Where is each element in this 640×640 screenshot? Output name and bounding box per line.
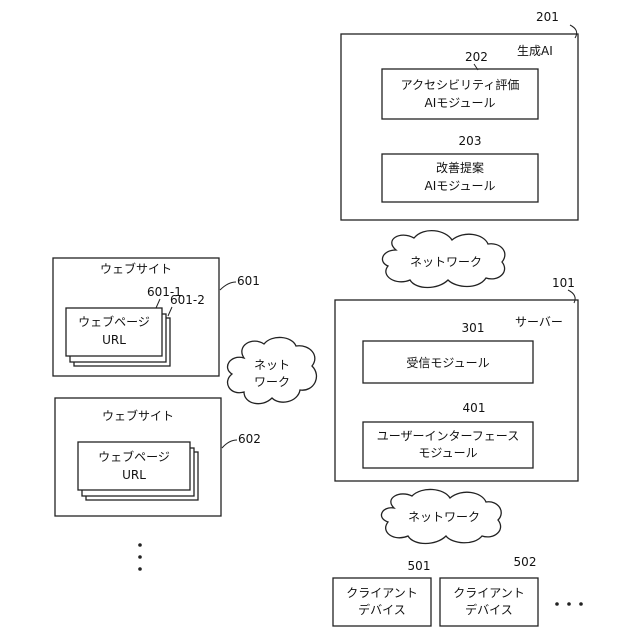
- ellipsis-dot: [579, 602, 583, 606]
- website-1-leader: [220, 282, 236, 290]
- client-1-line2: デバイス: [358, 602, 406, 617]
- generative-ai-title: 生成AI: [517, 44, 553, 58]
- network-bottom-label: ネットワーク: [408, 510, 480, 524]
- website-1-ref: 601: [237, 274, 260, 288]
- accessibility-module-line1: アクセシビリティ評価: [401, 77, 520, 92]
- ellipsis-dot: [567, 602, 571, 606]
- website-2-page-url: URL: [122, 468, 146, 482]
- generative-ai-ref: 201: [536, 10, 559, 24]
- improvement-module-line1: 改善提案: [436, 160, 484, 175]
- website-2-block: 602 ウェブサイト ウェブページ URL: [55, 398, 261, 516]
- accessibility-module-line2: AIモジュール: [425, 96, 496, 110]
- server-ref: 101: [552, 276, 575, 290]
- website-1-block: 601 ウェブサイト 601-1 601-2 ウェブページ URL: [53, 258, 260, 376]
- ellipsis-dot: [138, 555, 142, 559]
- receiving-module-label: 受信モジュール: [406, 356, 489, 370]
- website-1-page-label: ウェブページ: [78, 314, 150, 329]
- website-1-page-url: URL: [102, 333, 126, 347]
- server-block: 101 サーバー 301 受信モジュール 401 ユーザーインターフェース モジ…: [335, 276, 578, 481]
- client-device-1: 501 クライアント デバイス: [333, 559, 431, 626]
- ellipsis-dot: [138, 543, 142, 547]
- receiving-module-ref: 301: [462, 321, 485, 335]
- ui-module-ref: 401: [463, 401, 486, 415]
- more-clients-ellipsis: [555, 602, 583, 606]
- network-cloud-top: ネットワーク: [382, 231, 504, 288]
- client-2-line1: クライアント: [453, 586, 525, 600]
- ui-module-line1: ユーザーインターフェース: [377, 429, 519, 443]
- client-1-line1: クライアント: [346, 586, 418, 600]
- server-title: サーバー: [515, 315, 563, 329]
- website-1-page-ref-2: 601-2: [170, 293, 205, 307]
- network-mid-line1: ネット: [254, 358, 290, 372]
- website-2-page-label: ウェブページ: [98, 449, 170, 464]
- improvement-module-line2: AIモジュール: [425, 179, 496, 193]
- client-device-2: 502 クライアント デバイス: [440, 555, 538, 626]
- network-cloud-bottom: ネットワーク: [381, 489, 501, 543]
- network-mid-line2: ワーク: [254, 375, 290, 389]
- generative-ai-block: 201 生成AI 202 アクセシビリティ評価 AIモジュール 203 改善提案…: [341, 10, 578, 220]
- client-2-ref: 502: [514, 555, 537, 569]
- website-2-leader: [222, 440, 237, 448]
- website-2-ref: 602: [238, 432, 261, 446]
- accessibility-module-ref: 202: [465, 50, 488, 64]
- ellipsis-dot: [138, 567, 142, 571]
- website-1-title: ウェブサイト: [100, 261, 172, 276]
- more-websites-ellipsis: [138, 543, 142, 571]
- ellipsis-dot: [555, 602, 559, 606]
- accessibility-module-box: [382, 69, 538, 119]
- network-top-label: ネットワーク: [410, 255, 482, 269]
- client-1-ref: 501: [408, 559, 431, 573]
- website-2-title: ウェブサイト: [102, 408, 174, 423]
- network-cloud-mid: ネット ワーク: [228, 337, 317, 403]
- client-2-line2: デバイス: [465, 602, 513, 617]
- improvement-module-ref: 203: [459, 134, 482, 148]
- ui-module-line2: モジュール: [418, 446, 477, 460]
